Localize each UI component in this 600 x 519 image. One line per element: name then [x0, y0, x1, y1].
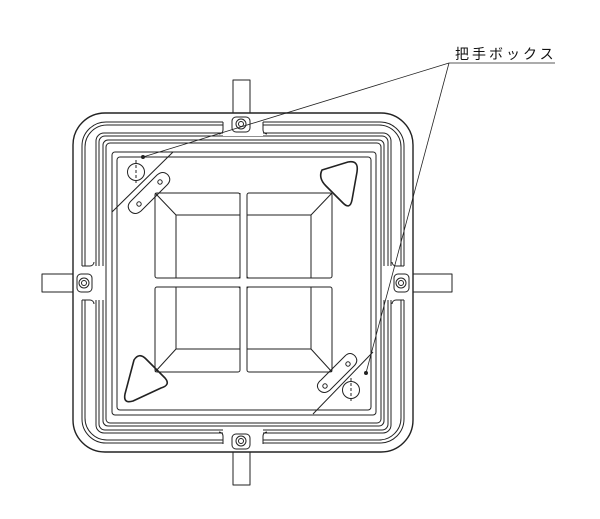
lift-hole-top-right [319, 160, 359, 207]
handle-box-top-left [111, 151, 174, 214]
handle-box-bottom-right [312, 351, 374, 415]
callout-leaders [142, 62, 555, 374]
callout-label-handle-box: 把手ボックス [455, 47, 557, 63]
bolt-icon [76, 273, 93, 293]
cover-plate [111, 151, 377, 416]
grid-cells [154, 192, 333, 373]
outer-frame [72, 112, 414, 453]
bolt-icon [231, 433, 251, 450]
lift-hole-bottom-left [123, 354, 169, 403]
bolt-icon [393, 273, 410, 293]
